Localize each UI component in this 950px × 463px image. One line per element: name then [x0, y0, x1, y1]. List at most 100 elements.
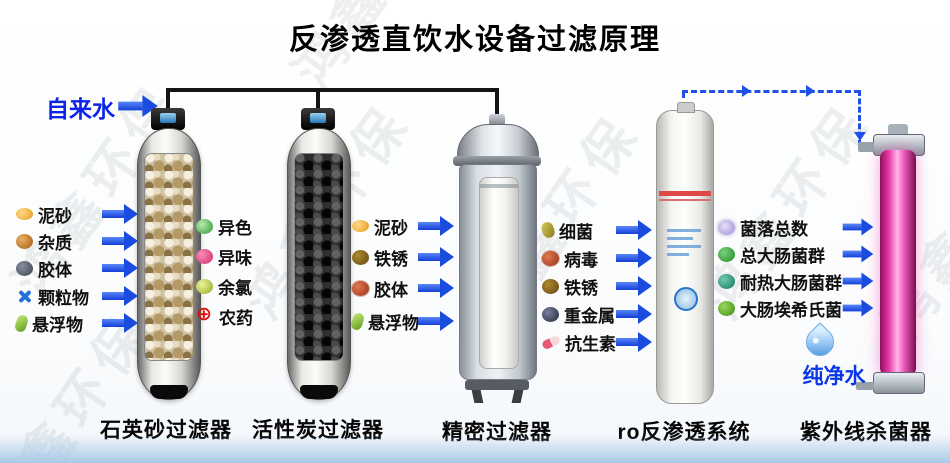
sediment-icon — [16, 208, 33, 220]
contaminant-label: 菌落总数 — [740, 219, 808, 239]
ro-red-stripe — [659, 199, 711, 201]
contaminant-item: 病毒 — [542, 247, 598, 270]
contaminant-label: 重金属 — [564, 306, 615, 326]
flow-arrow — [418, 311, 454, 331]
page-title: 反渗透直饮水设备过滤原理 — [288, 24, 661, 56]
housing-foot — [465, 380, 529, 390]
ro-label-mark — [667, 237, 693, 240]
contaminant-label: 铁锈 — [564, 278, 598, 298]
dashed-pipe-arrowhead — [854, 132, 866, 141]
contaminant-label: 异色 — [218, 218, 252, 238]
contaminant-label: 胶体 — [38, 260, 72, 280]
water-drop-icon — [800, 322, 840, 362]
dashed-pipe-arrowhead — [742, 85, 751, 97]
tank-control-valve — [151, 108, 185, 130]
housing-body — [459, 164, 537, 380]
flow-arrow — [418, 247, 454, 267]
uv-lamp-tube — [880, 150, 916, 376]
pipe-segment — [166, 88, 170, 112]
outlet-label: 纯净水 — [802, 365, 866, 388]
flow-arrow — [418, 278, 454, 298]
odor-icon — [196, 248, 213, 264]
tank-window — [144, 153, 194, 361]
virus-icon — [542, 250, 559, 266]
dashed-pipe-segment — [682, 90, 860, 93]
housing-nut — [489, 114, 505, 126]
contaminant-label: 大肠埃希氏菌 — [740, 300, 842, 320]
contaminant-label: 抗生素 — [565, 334, 616, 354]
contaminant-item: 铁锈 — [352, 246, 408, 269]
contaminant-label: 病毒 — [564, 250, 598, 270]
contaminant-item: 大肠埃希氏菌 — [718, 297, 842, 320]
contaminant-label: 泥砂 — [374, 218, 408, 238]
colloid-icon — [352, 280, 369, 296]
contaminant-item: 泥砂 — [16, 203, 72, 226]
impurity-icon — [16, 233, 33, 249]
tank-base — [150, 385, 188, 399]
housing-dome — [457, 124, 539, 160]
bottom-band — [0, 435, 950, 463]
ro-logo — [674, 287, 698, 311]
contaminant-label: 农药 — [219, 308, 253, 328]
contaminant-item: 异味 — [196, 245, 252, 268]
valve-display — [160, 113, 176, 123]
chlorine-icon — [196, 278, 213, 294]
contaminant-item: 悬浮物 — [349, 310, 419, 333]
contaminant-item: 胶体 — [16, 257, 72, 280]
flow-arrow — [102, 204, 138, 224]
flow-arrow — [102, 231, 138, 251]
pesticide-icon — [196, 306, 214, 324]
flow-arrow — [102, 286, 138, 306]
contaminant-label: 胶体 — [374, 280, 408, 300]
housing-clamp — [453, 156, 541, 166]
bacteria-icon — [539, 220, 557, 240]
contaminant-item: 胶体 — [352, 277, 408, 300]
flow-arrow — [842, 245, 874, 263]
colloid-icon — [16, 260, 33, 276]
pipe-segment — [166, 88, 499, 92]
dashed-pipe-segment — [682, 92, 685, 110]
uv-top-nub — [888, 124, 908, 136]
contaminant-label: 余氯 — [218, 278, 252, 298]
flow-arrow — [616, 276, 652, 296]
precision-filter-housing — [453, 114, 541, 404]
flow-arrow — [616, 248, 652, 268]
contaminant-item: 菌落总数 — [718, 216, 808, 239]
contaminant-label: 泥砂 — [38, 206, 72, 226]
contaminant-label: 悬浮物 — [368, 313, 419, 333]
flow-arrow — [102, 313, 138, 333]
flow-arrow — [102, 258, 138, 278]
flow-arrow — [616, 304, 652, 324]
colony-count-icon — [718, 219, 735, 235]
contaminant-label: 杂质 — [38, 233, 72, 253]
ro-membrane-vessel — [656, 102, 714, 404]
contaminant-item: 重金属 — [542, 303, 615, 326]
contaminant-item: 泥砂 — [352, 215, 408, 238]
pipe-segment — [495, 88, 499, 118]
particle-icon — [16, 289, 33, 304]
uv-outlet-port — [856, 382, 874, 390]
contaminant-item: 颗粒物 — [16, 285, 89, 308]
rust-icon — [542, 278, 559, 294]
contaminant-item: 抗生素 — [540, 331, 616, 354]
flow-arrow — [616, 220, 652, 240]
flow-arrow — [616, 332, 652, 352]
pipe-segment — [316, 88, 320, 112]
filter-cartridge — [479, 177, 519, 369]
vessel-port — [677, 102, 695, 113]
color-icon — [196, 218, 213, 234]
flow-arrow — [418, 216, 454, 236]
tank-control-valve — [301, 108, 335, 130]
rust-icon — [352, 249, 369, 265]
coliform-icon — [718, 246, 735, 262]
contaminant-item: 余氯 — [196, 275, 252, 298]
activated-carbon-tank — [287, 128, 351, 400]
inlet-label: 自来水 — [46, 96, 115, 122]
contaminant-label: 异味 — [218, 248, 252, 268]
contaminant-item: 悬浮物 — [13, 312, 83, 335]
contaminant-item: 异色 — [196, 215, 252, 238]
heat-coliform-icon — [718, 273, 735, 289]
contaminant-item: 细菌 — [539, 219, 593, 242]
heavy-metal-icon — [542, 306, 559, 322]
